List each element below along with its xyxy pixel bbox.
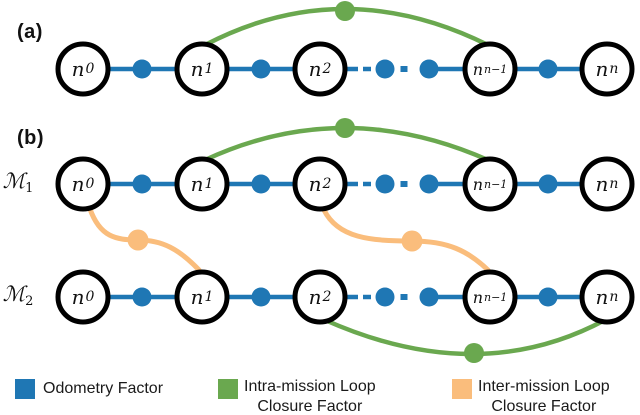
- odometry-factor-dot: [538, 174, 558, 194]
- odometry-factor-dot: [375, 59, 395, 79]
- odometry-factor-dot: [375, 174, 395, 194]
- node-m1-n0: [55, 156, 111, 212]
- inter-mission-factor-dot: [401, 230, 423, 252]
- intra-mission-factor-dot: [335, 1, 355, 21]
- odometry-swatch: [15, 379, 35, 399]
- mission-m2-index: 2: [25, 294, 34, 309]
- ellipsis-dot: [400, 66, 408, 72]
- legend-item-odometry: Odometry Factor: [15, 379, 163, 399]
- panel-label-b: (b): [17, 127, 45, 149]
- node-a-n2: [292, 41, 348, 97]
- odometry-factor-dot: [419, 174, 439, 194]
- intra-mission-label-line1: Intra-mission Loop: [244, 378, 376, 395]
- odometry-factor-dot: [251, 174, 271, 194]
- ellipsis-dot: [400, 181, 408, 187]
- node-m2-n0: [55, 269, 111, 325]
- odometry-factor-dot: [538, 287, 558, 307]
- odometry-factor-dot: [132, 174, 152, 194]
- odometry-factor-dot: [251, 287, 271, 307]
- odometry-factor-dot: [132, 287, 152, 307]
- intra-mission-swatch: [218, 379, 238, 399]
- inter-mission-swatch: [452, 379, 472, 399]
- intra-mission-factor-dot: [335, 118, 355, 138]
- node-m2-n1: [174, 269, 230, 325]
- node-a-nn1: [462, 41, 518, 97]
- legend-item-inter-mission: Inter-mission Loop Closure Factor: [452, 377, 610, 415]
- node-m2-n2: [292, 269, 348, 325]
- node-m2-nn1: [462, 269, 518, 325]
- intra-mission-label: Intra-mission Loop Closure Factor: [244, 377, 376, 415]
- inter-mission-label-line1: Inter-mission Loop: [478, 378, 610, 395]
- odometry-factor-dot: [375, 287, 395, 307]
- node-m1-n2: [292, 156, 348, 212]
- node-a-n0: [55, 41, 111, 97]
- odometry-factor-dot: [419, 59, 439, 79]
- mission-m2-symbol: ℳ: [2, 282, 26, 306]
- odometry-factor-dot: [419, 287, 439, 307]
- mission-m1-symbol: ℳ: [2, 169, 26, 193]
- node-m1-n1: [174, 156, 230, 212]
- node-a-nn: [579, 41, 635, 97]
- node-a-n1: [174, 41, 230, 97]
- intra-mission-label-line2: Closure Factor: [257, 398, 363, 415]
- odometry-label: Odometry Factor: [43, 380, 164, 397]
- node-m2-nn: [579, 269, 635, 325]
- mission-label-m2: ℳ2: [0, 282, 38, 309]
- intra-mission-factor-dot: [464, 343, 484, 363]
- inter-mission-label: Inter-mission Loop Closure Factor: [478, 377, 610, 415]
- odometry-factor-dot: [538, 59, 558, 79]
- mission-label-m1: ℳ1: [0, 169, 38, 196]
- ellipsis-dot: [400, 294, 408, 300]
- legend-item-intra-mission: Intra-mission Loop Closure Factor: [218, 377, 376, 415]
- node-m1-nn1: [462, 156, 518, 212]
- panel-label-a: (a): [17, 21, 43, 43]
- inter-mission-factor-dot: [127, 229, 149, 251]
- node-m1-nn: [579, 156, 635, 212]
- mission-m1-index: 1: [25, 181, 34, 196]
- inter-mission-label-line2: Closure Factor: [491, 398, 597, 415]
- odometry-factor-dot: [132, 59, 152, 79]
- odometry-factor-dot: [251, 59, 271, 79]
